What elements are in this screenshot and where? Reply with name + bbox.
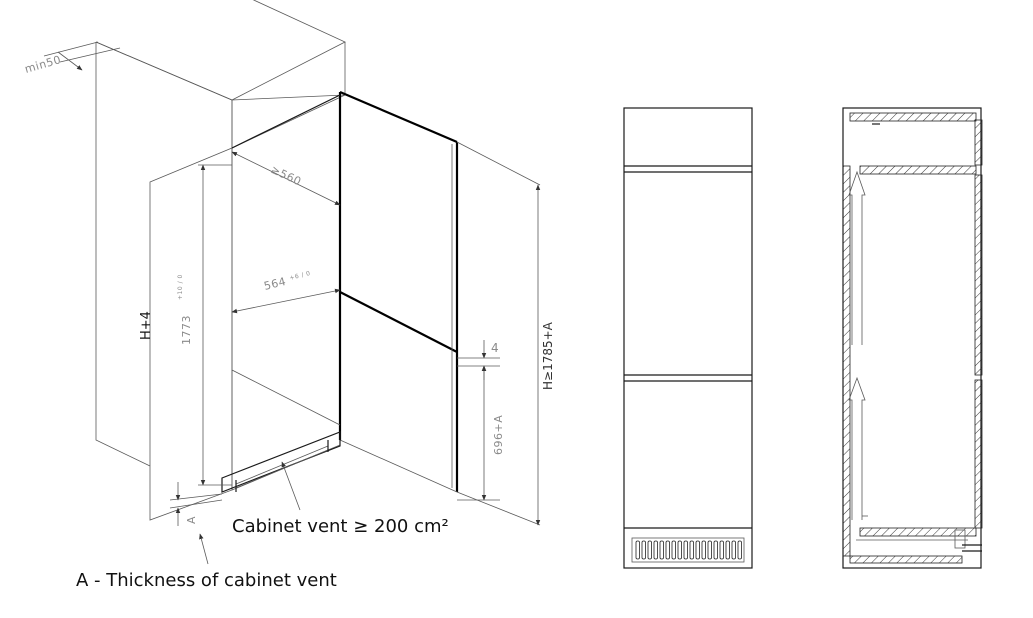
- grille-slot: [665, 540, 670, 560]
- vent-grille: [635, 540, 742, 560]
- niche-height-tolerance: +10 / 0: [177, 274, 184, 300]
- isometric-cabinet-view: min50 ≥560 564 +6 / 0 1773 +10 / 0 H+4 A…: [23, 0, 555, 591]
- grille-slot: [641, 540, 646, 560]
- cabinet-depth-label: ≥560: [269, 163, 304, 188]
- grille-slot: [659, 540, 664, 560]
- grille-slot: [719, 540, 724, 560]
- grille-slot: [731, 540, 736, 560]
- grille-slot: [725, 540, 730, 560]
- grille-slot: [647, 540, 652, 560]
- grille-slot: [653, 540, 658, 560]
- grille-slot: [689, 540, 694, 560]
- total-height-label: H+4: [139, 311, 154, 340]
- grille-slot: [707, 540, 712, 560]
- grille-slot: [635, 540, 640, 560]
- grille-slot: [677, 540, 682, 560]
- grille-slot: [737, 540, 742, 560]
- grille-slot: [671, 540, 676, 560]
- cabinet-width-tolerance: +6 / 0: [289, 270, 312, 282]
- cabinet-vent-caption: Cabinet vent ≥ 200 cm²: [232, 516, 449, 537]
- grille-slot: [695, 540, 700, 560]
- grille-slot: [683, 540, 688, 560]
- grille-slot: [701, 540, 706, 560]
- lower-door-height-label: 696+A: [492, 415, 505, 455]
- grille-slot: [713, 540, 718, 560]
- front-elevation-view: [623, 107, 753, 569]
- overall-height-label: H≥1785+A: [541, 321, 555, 390]
- door-gap-label: 4: [491, 341, 499, 355]
- min-gap-label: min50: [23, 53, 62, 76]
- niche-height-label: 1773: [180, 315, 193, 345]
- cabinet-width-label: 564: [263, 275, 288, 293]
- vent-thickness-symbol: A: [185, 516, 198, 524]
- section-view: [842, 107, 983, 569]
- thickness-note-caption: A - Thickness of cabinet vent: [76, 570, 337, 591]
